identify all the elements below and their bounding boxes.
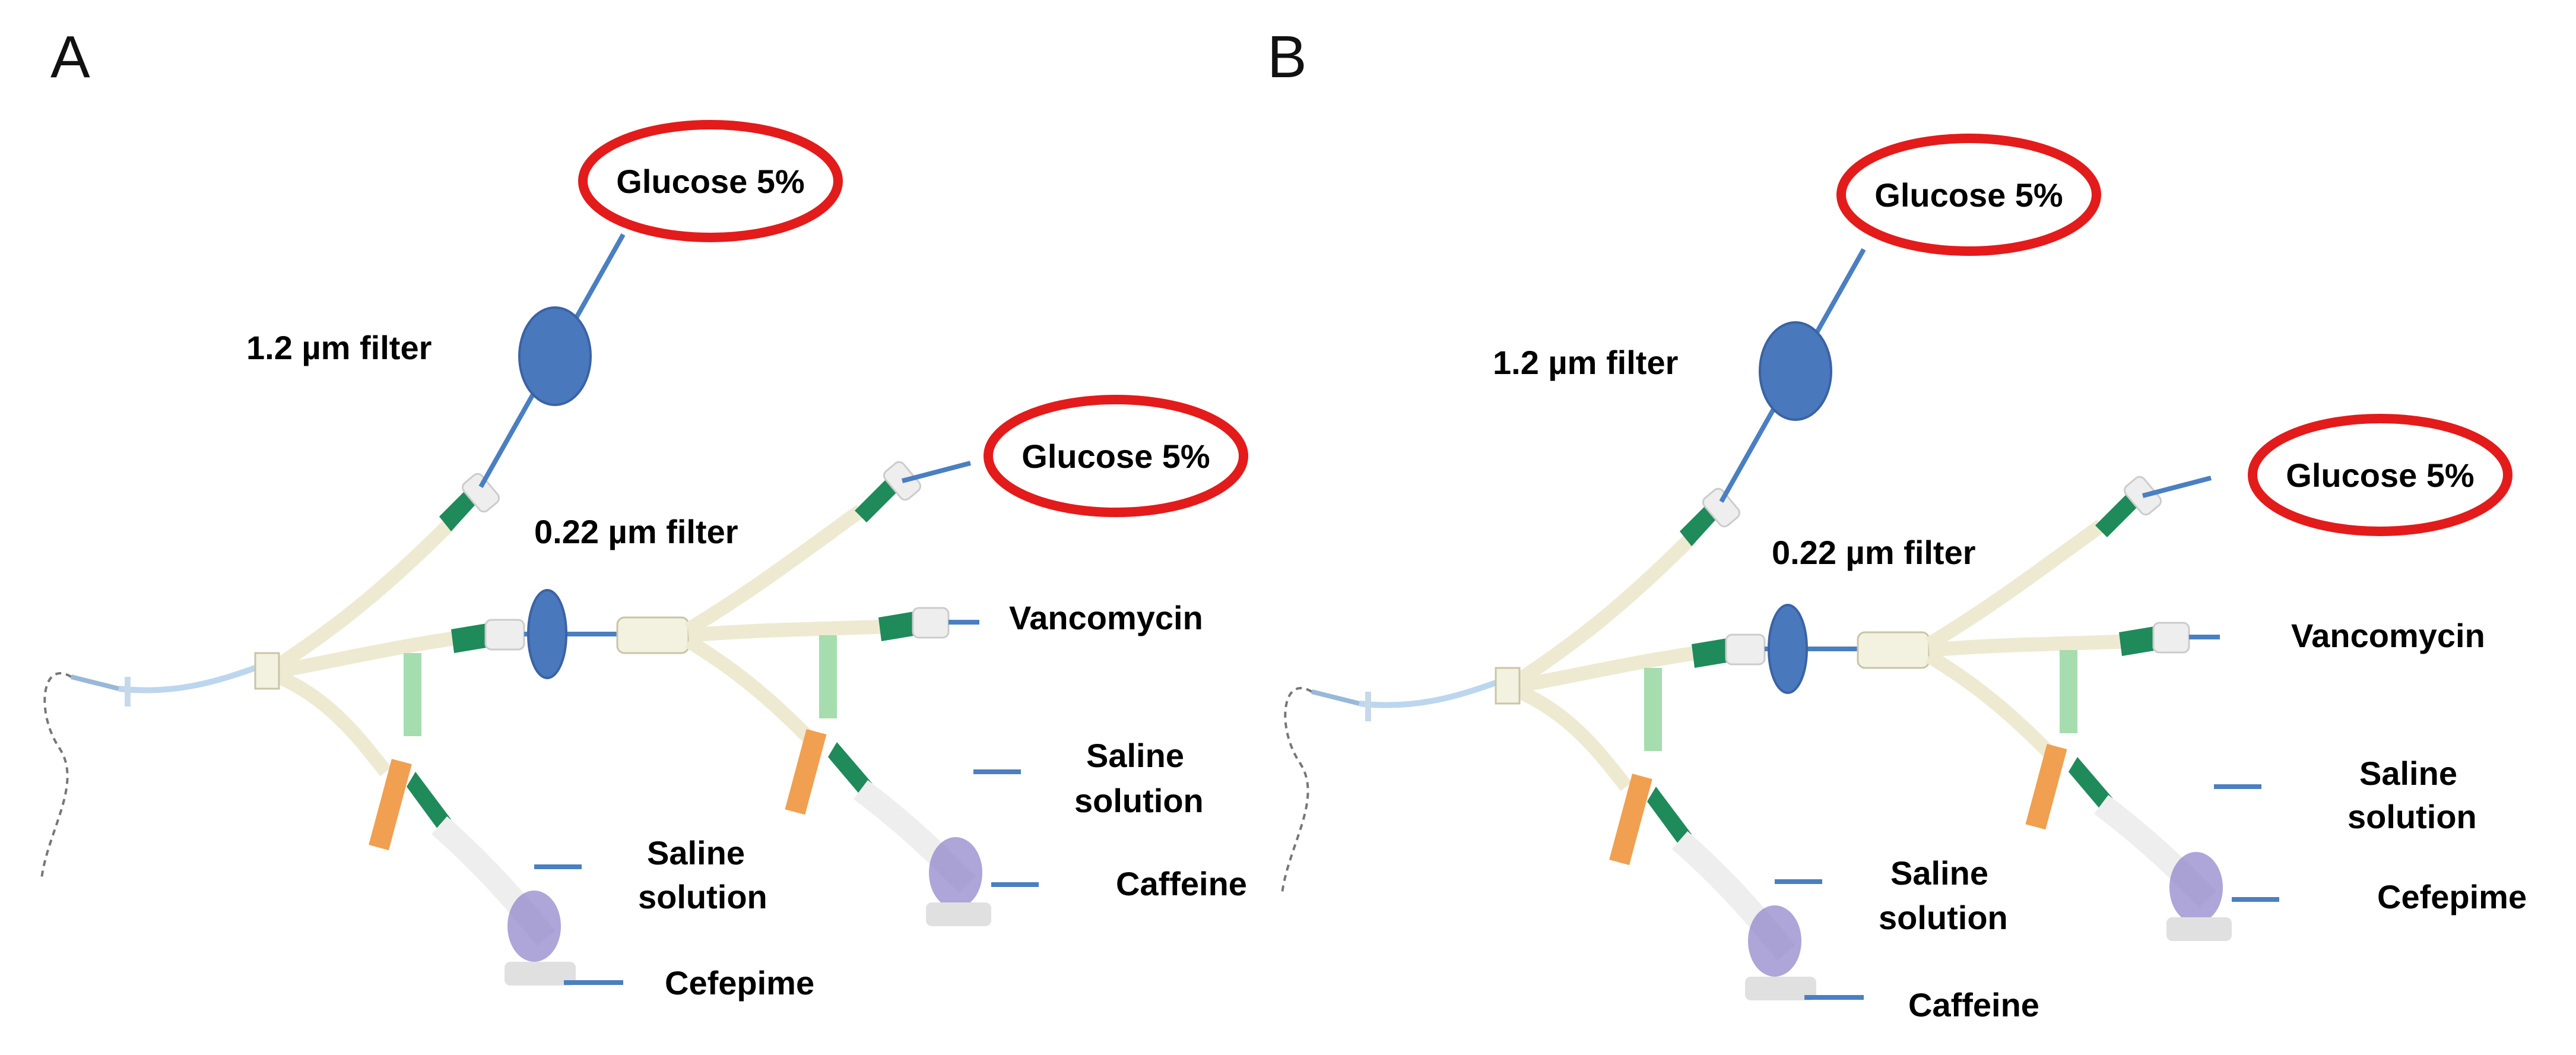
panel-letter-b: B xyxy=(1267,24,1307,90)
label-glucose-right-b: Glucose 5% xyxy=(2286,457,2474,494)
highlight-ring-glucose-top-a xyxy=(578,120,843,242)
label-saline-bottom-a: Saline xyxy=(647,834,745,872)
label-drug-right-b: Cefepime xyxy=(2377,878,2527,915)
label-filter-1-2-b: 1.2 µm filter xyxy=(1493,344,1678,381)
label-solution-bottom-b: solution xyxy=(1879,899,2008,936)
label-vancomycin-a: Vancomycin xyxy=(1009,599,1203,636)
label-glucose-top-b: Glucose 5% xyxy=(1874,176,2063,214)
label-filter-0-22-b: 0.22 µm filter xyxy=(1772,534,1976,571)
label-drug-bottom-b: Caffeine xyxy=(1908,986,2039,1024)
highlight-ring-glucose-top-b xyxy=(1836,134,2101,256)
label-solution-right-a: solution xyxy=(1074,782,1204,819)
infusion-set-diagram-b xyxy=(1282,249,2279,1000)
label-glucose-right-a: Glucose 5% xyxy=(1021,438,1210,475)
label-filter-0-22-a: 0.22 µm filter xyxy=(534,513,738,550)
highlight-ring-glucose-right-a xyxy=(984,395,1248,517)
label-vancomycin-b: Vancomycin xyxy=(2291,617,2485,654)
label-drug-bottom-a: Cefepime xyxy=(665,964,814,1002)
label-drug-right-a: Caffeine xyxy=(1116,865,1247,902)
label-solution-right-b: solution xyxy=(2347,798,2477,835)
label-saline-right-a: Saline xyxy=(1086,737,1184,774)
label-glucose-top-a: Glucose 5% xyxy=(616,163,804,200)
panel-letter-a: A xyxy=(50,24,90,90)
label-saline-right-b: Saline xyxy=(2359,755,2457,792)
infusion-set-diagram-a xyxy=(42,235,1039,986)
panel-a: A Glucose 5% 1.2 µm filter 0.22 µm filte… xyxy=(42,24,1248,1002)
label-filter-1-2-a: 1.2 µm filter xyxy=(246,329,432,366)
highlight-ring-glucose-right-b xyxy=(2248,414,2512,536)
panel-b: B Glucose 5% 1.2 µm filter 0.22 µm filte… xyxy=(1267,24,2527,1024)
label-saline-bottom-b: Saline xyxy=(1890,854,1988,892)
label-solution-bottom-a: solution xyxy=(638,878,767,915)
